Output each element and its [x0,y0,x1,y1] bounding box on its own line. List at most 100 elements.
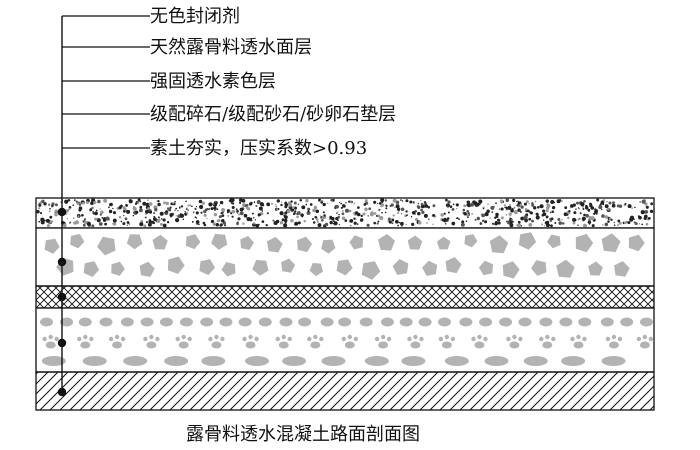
speckle-dot [572,203,576,207]
speckle-dot [512,220,515,223]
pebble-cluster-dot [175,336,180,342]
aggregate-pentagon [445,257,462,274]
speckle-dot [169,206,172,209]
speckle-dot [486,209,490,214]
speckle-dot [132,206,137,211]
speckle-dot [199,204,204,210]
pebble-cluster-dot [149,334,154,340]
speckle-dot [89,208,93,212]
speckle-dot [583,213,586,217]
speckle-dot [335,204,339,209]
speckle-dot [313,205,318,210]
speckle-dot [551,205,556,210]
pebble-small [418,317,432,327]
speckle-dot [195,211,199,215]
speckle-dot [466,209,470,213]
pebble-cluster-dot [281,334,286,340]
speckle-dot [194,216,197,219]
speckle-dot [326,202,329,204]
speckle-dot [385,204,388,207]
speckle-dot [517,220,521,224]
speckle-dot [83,220,88,225]
speckle-dot [208,202,213,207]
speckle-dot [479,222,482,224]
speckle-dot [338,223,341,226]
speckle-dot [528,222,533,227]
speckle-dot [462,208,466,212]
speckle-dot [236,212,239,215]
speckle-dot [520,205,524,209]
speckle-dot [112,222,115,225]
speckle-dot [423,213,428,218]
speckle-dot [122,206,126,210]
speckle-dot [513,206,516,209]
speckle-dot [91,224,95,228]
speckle-dot [322,202,326,207]
speckle-dot [142,201,147,206]
pebble-flat [164,356,189,366]
speckle-dot [294,210,297,213]
speckle-dot [280,203,283,207]
speckle-dot [158,217,161,220]
speckle-dot [350,225,352,227]
speckle-dot [306,211,311,215]
pebble-small [99,317,113,327]
speckle-dot [644,209,649,214]
speckle-dot [273,220,278,226]
speckle-dot [507,205,512,210]
aggregate-pentagon [83,261,100,277]
speckle-dot [330,198,333,202]
speckle-dot [148,219,152,222]
pebble-flat [601,356,626,366]
speckle-dot [638,223,641,225]
speckle-dot [417,203,420,205]
speckle-dot [230,212,233,215]
speckle-dot [230,198,235,203]
pebble-small [179,317,193,327]
speckle-dot [364,207,368,212]
speckle-dot [534,200,537,203]
pebble-cluster-dot [83,334,88,340]
speckle-dot [505,214,508,216]
aggregate-pentagon [321,239,336,254]
speckle-dot [338,213,340,216]
speckle-dot [174,209,176,211]
pebble-cluster-dot [155,336,160,342]
pebble-cluster-dot [413,334,418,340]
speckle-dot [432,204,436,208]
speckle-dot [497,221,501,225]
speckle-dot [583,199,586,203]
pebble-cluster-main [278,341,289,349]
layer-label-sealer: 无色封闭剂 [150,6,240,27]
speckle-dot [482,208,485,210]
speckle-dot [373,212,377,215]
speckle-dot [608,217,612,220]
speckle-dot [378,208,381,212]
pebble-small [140,317,154,327]
speckle-dot [545,209,549,213]
speckle-dot [94,211,98,216]
speckle-dot [460,222,465,227]
pebble-cluster-dot [214,334,219,340]
speckle-dot [186,209,190,212]
aggregate-pentagon [199,259,215,275]
speckle-dot [564,206,568,210]
speckle-dot [236,221,239,224]
speckle-dot [519,210,522,213]
speckle-dot [296,212,299,216]
speckle-dot [254,219,256,221]
speckle-dot [446,217,450,220]
speckle-dot [394,206,396,209]
speckle-dot [557,218,561,221]
speckle-dot [400,221,404,226]
speckle-dot [341,212,345,216]
speckle-dot [432,214,436,217]
pebble-small [40,317,54,327]
pebble-small [539,317,553,327]
speckle-dot [249,202,253,206]
speckle-dot [549,211,552,214]
speckle-dot [276,199,280,203]
speckle-dot [39,212,43,215]
pebble-flat [82,356,107,366]
speckle-dot [505,220,508,223]
